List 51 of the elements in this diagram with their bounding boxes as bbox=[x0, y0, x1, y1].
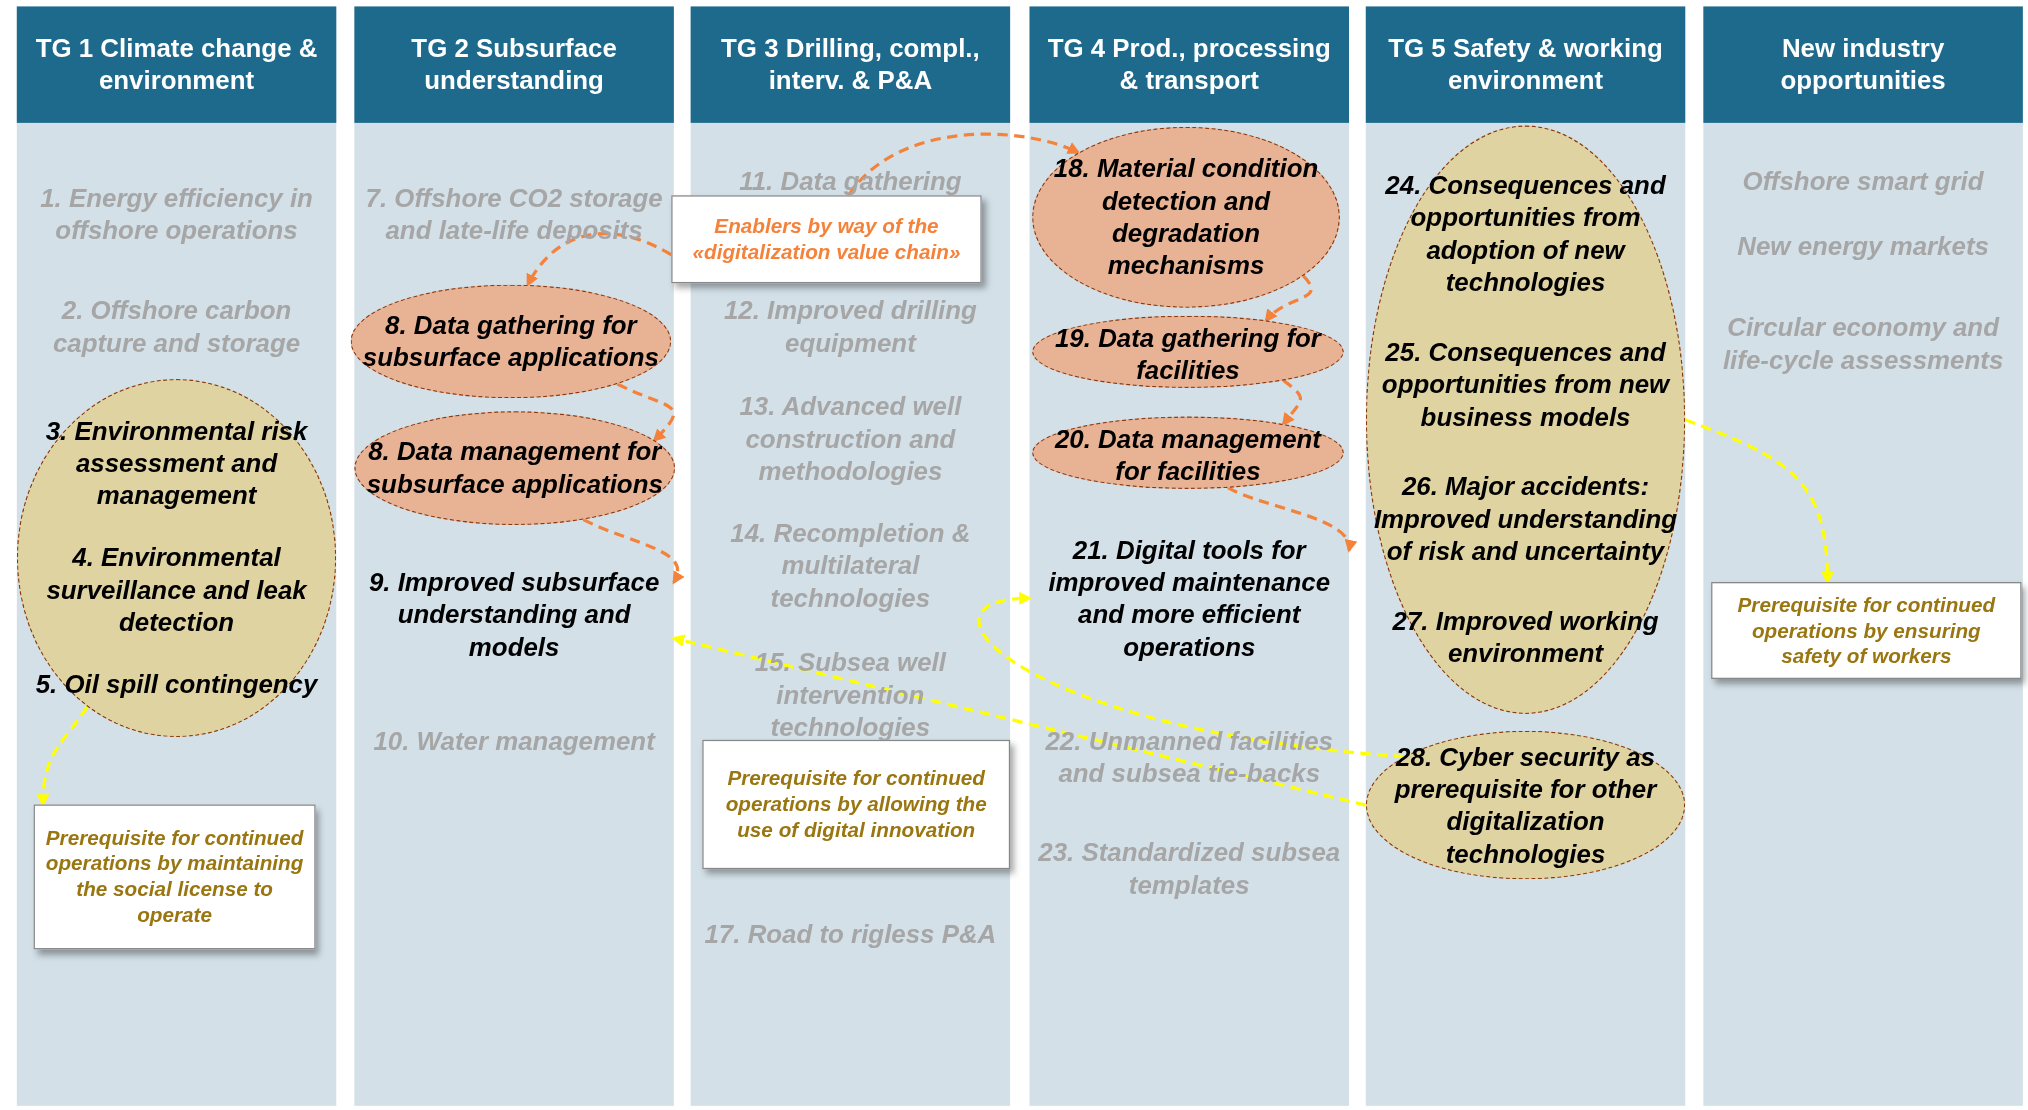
topic-label: 20. Data management for facilities bbox=[1053, 423, 1323, 487]
column-header: New industry opportunities bbox=[1703, 6, 2023, 123]
topic-label: 27. Improved working environment bbox=[1391, 605, 1660, 670]
topic-label: 14. Recompletion & multilateral technologies bbox=[690, 517, 1011, 615]
topic-label: 26. Major accidents: Improved understanding of risk and uncertainty bbox=[1372, 471, 1679, 568]
column-band bbox=[1029, 6, 1349, 1106]
topic-label: 21. Digital tools for improved maintenance and more efficient operations bbox=[1029, 517, 1349, 679]
topic-label: 3. Environmental risk assessment and management bbox=[44, 415, 309, 512]
topic-label: 25. Consequences and opportunities from new business models bbox=[1380, 336, 1672, 433]
dashed-arrow bbox=[582, 518, 684, 585]
column-band bbox=[1703, 6, 2023, 1106]
topic-label: 2. Offshore carbon capture and storage bbox=[16, 294, 337, 360]
topic-label: Offshore smart grid bbox=[1703, 165, 2023, 198]
topic-label: 7. Offshore CO2 storage and late-life deposits bbox=[354, 165, 674, 263]
column-header: TG 5 Safety & working environment bbox=[1365, 6, 1686, 123]
topic-label: 23. Standardized subsea templates bbox=[1029, 836, 1349, 902]
dashed-arrow bbox=[977, 592, 1405, 759]
dashed-arrow bbox=[616, 382, 676, 443]
topic-ellipse bbox=[1365, 125, 1686, 714]
callout-box: Enablers by way of the «digitalization value chain» bbox=[671, 195, 982, 284]
topic-label: 4. Environmental surveillance and leak detection bbox=[45, 542, 309, 639]
callout-box: Prerequisite for continued operations by allowing the use of digital innovation bbox=[702, 739, 1011, 870]
column-band bbox=[1365, 6, 1686, 1106]
topic-label: 5. Oil spill contingency bbox=[35, 668, 318, 701]
topic-label: 13. Advanced well construction and methodologies bbox=[690, 390, 1011, 488]
topic-label: 10. Water management bbox=[354, 708, 674, 774]
column-header: TG 1 Climate change & environment bbox=[16, 6, 337, 123]
topic-label: 18. Material condition detection and degradation mechanisms bbox=[1052, 152, 1320, 282]
dashed-arrow bbox=[1264, 274, 1313, 323]
topic-label: 8. Data gathering for subsurface applications bbox=[361, 309, 660, 374]
callout-box: Prerequisite for continued operations by ensuring safety of workers bbox=[1711, 582, 2022, 679]
topic-label: 1. Energy efficiency in offshore operations bbox=[16, 165, 337, 263]
column-band bbox=[16, 6, 337, 1106]
topic-label: 9. Improved subsurface understanding and models bbox=[354, 549, 674, 679]
topic-label: 17. Road to rigless P&A bbox=[690, 901, 1011, 967]
column-header: TG 2 Subsurface understanding bbox=[354, 6, 674, 123]
column-band bbox=[690, 6, 1011, 1106]
topic-label: 28. Cyber security as prerequisite for other digitalization technologies bbox=[1393, 740, 1659, 870]
topic-label: 19. Data gathering for facilities bbox=[1054, 322, 1323, 387]
column-header: TG 3 Drilling, compl., interv. & P&A bbox=[690, 6, 1011, 123]
topic-label: 12. Improved drilling equipment bbox=[690, 294, 1011, 360]
topic-label: 8. Data management for subsurface applications bbox=[365, 436, 664, 500]
column-band bbox=[354, 6, 674, 1106]
column-header: TG 4 Prod., processing & transport bbox=[1029, 6, 1349, 123]
topic-label: New energy markets bbox=[1703, 230, 2023, 263]
dashed-arrow bbox=[671, 634, 1367, 807]
topic-label: 11. Data gathering bbox=[690, 165, 1011, 198]
topic-label: 24. Consequences and opportunities from adoption of new technologies bbox=[1384, 169, 1667, 299]
dashed-arrow bbox=[1281, 379, 1302, 427]
topic-label: Circular economy and life-cycle assessments bbox=[1703, 294, 2023, 392]
callout-box: Prerequisite for continued operations by maintaining the social license to operate bbox=[33, 804, 316, 950]
